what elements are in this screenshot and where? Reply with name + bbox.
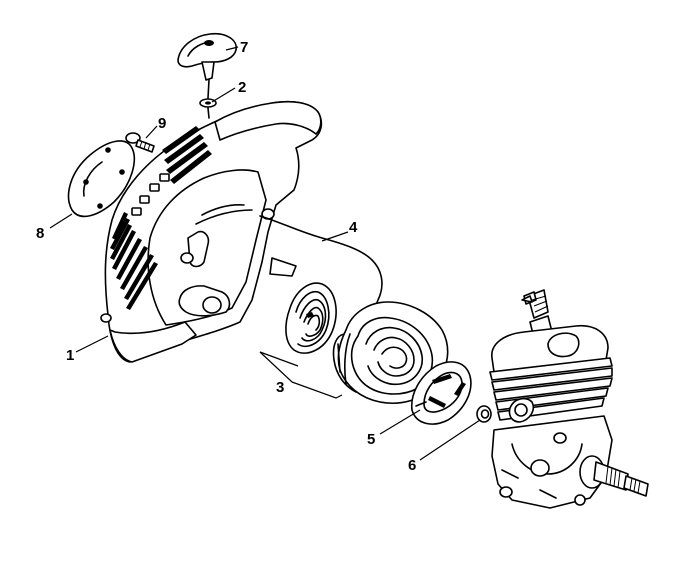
leader-lines [49,46,481,461]
spring-plate [67,140,136,218]
rope-guide-bushing [199,79,217,119]
rewind-spring [285,282,337,354]
callout-6: 6 [408,457,416,474]
callout-4: 4 [349,219,358,236]
screw [125,132,155,153]
engine-cylinder [489,289,649,509]
callout-7: 7 [240,39,248,56]
cooling-fins [110,126,212,310]
callout-3: 3 [276,379,284,396]
callout-2: 2 [238,79,246,96]
fan-housing [100,100,323,363]
callout-8: 8 [36,225,44,242]
pawl-plate [411,361,472,425]
starter-grip [177,32,237,81]
callout-1: 1 [66,347,74,364]
spring-clip [476,405,492,423]
callout-5: 5 [367,431,375,448]
callout-9: 9 [158,115,166,132]
